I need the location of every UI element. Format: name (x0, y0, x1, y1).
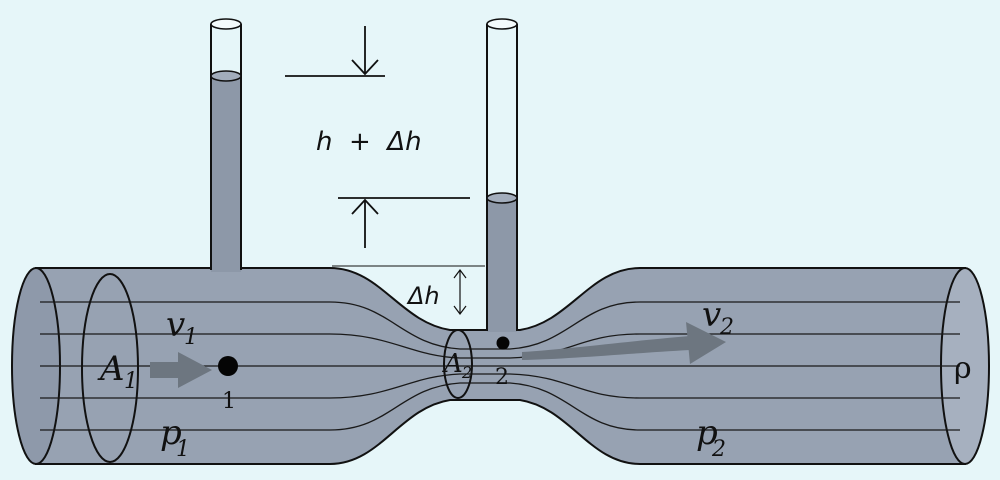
height-label: h + Δh (316, 127, 422, 157)
streamline (40, 373, 960, 399)
density-label: ρ (954, 351, 972, 386)
point-2-dot (496, 336, 510, 350)
pressure-1-label: p (160, 413, 182, 453)
delta-h-label: Δh (406, 282, 440, 310)
cross-section-1 (81, 273, 139, 463)
pressure-2-subscript: 2 (711, 437, 726, 462)
area-1-label: A (97, 349, 125, 389)
velocity-1-label: v (166, 305, 185, 345)
area-1-subscript: 1 (124, 369, 138, 394)
streamline (40, 333, 960, 359)
area-2-subscript: 2 (461, 363, 472, 382)
flow-arrow-2 (522, 322, 726, 364)
point-1-label: 1 (222, 389, 236, 414)
standpipe-1 (210, 18, 242, 272)
point-2-label: 2 (495, 365, 509, 390)
velocity-1-subscript: 1 (184, 325, 198, 350)
point-1-dot (218, 356, 238, 376)
velocity-2-label: v (702, 295, 721, 335)
velocity-2-subscript: 2 (719, 315, 734, 340)
streamline (40, 382, 960, 431)
area-2-label: A (442, 349, 463, 379)
flow-arrow-1 (150, 352, 212, 388)
standpipe-2 (486, 18, 518, 332)
pressure-1-subscript: 1 (176, 437, 190, 462)
cross-section-2 (443, 329, 473, 399)
height-dimension (285, 26, 470, 248)
streamline (40, 301, 960, 350)
streamlines (40, 301, 960, 431)
delta-h-dimension (332, 265, 485, 315)
pressure-2-label: p (696, 413, 718, 453)
